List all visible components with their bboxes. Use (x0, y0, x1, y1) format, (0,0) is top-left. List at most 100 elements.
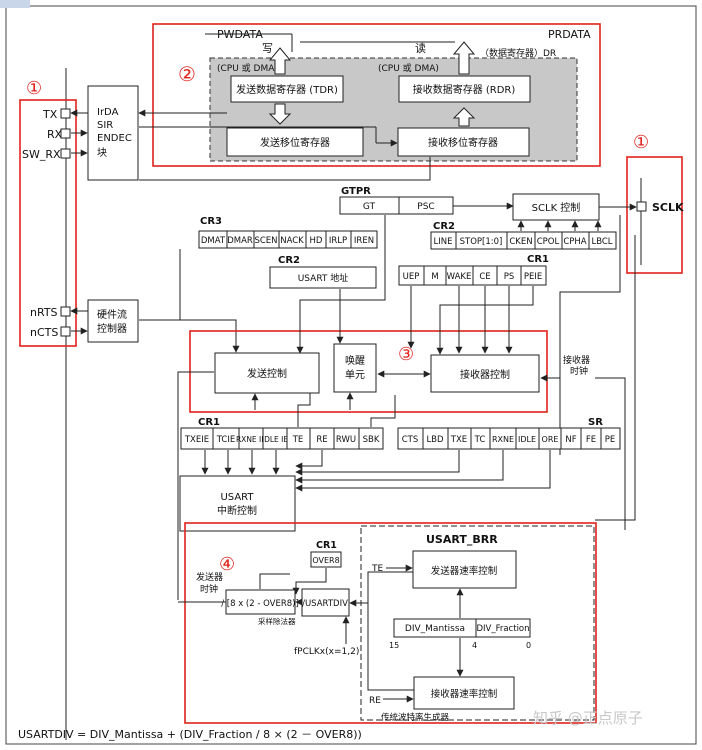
sr-bit-idle: IDLE (518, 435, 536, 444)
marker-1-right: ① (633, 132, 649, 153)
cr3-register: DMAT DMAR SCEN NACK HD IRLP IREN (198, 230, 378, 249)
cr1t-bit-ce: CE (479, 272, 490, 282)
hwflow-to-txctrl-wire (139, 319, 240, 353)
usartdiv-formula: USARTDIV = DIV_Mantissa + (DIV_Fraction … (18, 728, 362, 741)
marker-2: ② (178, 62, 196, 86)
rxrate-to-div-wire (367, 603, 414, 691)
irda-line-3: ENDEC (97, 133, 132, 144)
cr2-bit-stop: STOP[1:0] (460, 237, 503, 247)
sr-bit-txe: TXE (450, 435, 467, 445)
div-fraction-field (475, 618, 531, 638)
cr1b-bit-re: RE (316, 435, 327, 445)
irda-bottom-wire (139, 157, 431, 181)
cr2-bit-line: LINE (434, 237, 453, 247)
over8-label: OVER8 (312, 556, 339, 565)
cr1b-bit-tcie: TCIE (216, 435, 236, 445)
cr3-field-iren (350, 230, 378, 249)
div-mantissa-label: DIV_Mantissa (405, 624, 465, 634)
rx-rate-box (413, 676, 515, 710)
te-label: TE (371, 564, 383, 574)
sclk-pin-square (636, 201, 647, 212)
pin-tx-label: TX (42, 108, 58, 121)
read-wide-arrow (452, 41, 476, 75)
rx-shift-label: 接收移位寄存器 (428, 136, 498, 149)
gt-label: GT (363, 202, 376, 212)
pin-ncts-label: nCTS (30, 326, 58, 339)
wake-line-2: 单元 (345, 369, 365, 381)
cr1b-bit-sbk: SBK (363, 435, 380, 445)
cpu-dma-left-label: (CPU 或 DMA) (217, 62, 278, 74)
tx-clock-line-2: 时钟 (200, 583, 218, 595)
usart-irq-line-2: 中断控制 (217, 504, 257, 517)
write-wide-arrow (268, 47, 292, 75)
sample-up-wire (259, 573, 290, 589)
sbk-wire (370, 395, 396, 427)
marker-4: ④ (219, 554, 235, 575)
pin-tx-square (60, 108, 71, 119)
cr3-bit-nack: NACK (280, 236, 304, 246)
cpu-dma-right-label: (CPU 或 DMA) (378, 62, 439, 74)
cr1-over-label: CR1 (316, 540, 337, 551)
write-label: 写 (262, 42, 273, 55)
cr2-bit-cpol: CPOL (537, 237, 560, 247)
usart-addr-box (269, 266, 377, 289)
sclk-ctrl-label: SCLK 控制 (532, 201, 581, 214)
sr-bit-fe: FE (586, 435, 596, 445)
rdr-label: 接收数据寄存器 (RDR) (413, 83, 516, 96)
cr1-top-register: UEP M WAKE CE PS PEIE (398, 265, 547, 286)
usart-brr-label: USART_BRR (426, 533, 498, 546)
baud-generator-frame (360, 525, 595, 721)
cr1t-bit-uep: UEP (403, 272, 420, 282)
sample-div-label: 采样除法器 (258, 616, 296, 626)
cr2-right-wire (595, 235, 636, 521)
cr1t-bit-ps: PS (504, 272, 515, 282)
cr2-field-lbcl (588, 231, 617, 250)
cr1-top-label: CR1 (527, 254, 549, 265)
tx-shift-box (226, 127, 364, 157)
psc-label: PSC (417, 202, 434, 212)
pin-ncts-square (60, 326, 71, 337)
txrate-to-div-wire (349, 571, 413, 607)
page-frame (5, 5, 697, 745)
hwflow-block (87, 299, 139, 343)
sr-bit-pe: PE (605, 435, 616, 445)
tx-rate-box (412, 550, 517, 589)
rx-clock-line-2: 时钟 (570, 365, 588, 377)
re-label: RE (369, 696, 381, 706)
irda-line-2: SIR (97, 120, 113, 131)
sclk-label: SCLK (652, 201, 684, 214)
region-1-left-frame (19, 99, 77, 347)
usart-irq-box (179, 475, 296, 532)
cr1-bottom-label: CR1 (198, 417, 220, 428)
rx-shift-box (397, 127, 530, 157)
bit-15-label: 15 (389, 641, 399, 650)
rx-ctrl-box (430, 354, 540, 393)
cr3-label: CR3 (200, 216, 222, 227)
pin-rx-label: RX (47, 128, 63, 141)
sr-bit-nf: NF (565, 435, 576, 445)
pin-nrts-square (60, 306, 71, 317)
cr2-top-label: CR2 (433, 221, 455, 232)
region-2-frame (152, 23, 601, 167)
cr1t-field-peie (520, 265, 547, 286)
cr2-bit-cken: CKEN (509, 237, 532, 247)
div-fraction-label: DIV_Fraction (476, 624, 529, 634)
sr-bit-ore: ORE (542, 435, 559, 444)
sr-int-wire-2 (295, 450, 504, 484)
usartdiv-label: /USARTDIV (302, 599, 348, 609)
rdr-box (398, 75, 531, 103)
tdr-box (230, 75, 344, 103)
cr3-bit-irlp: IRLP (329, 236, 347, 246)
cr3-bit-dmar: DMAR (227, 236, 253, 246)
tx-ctrl-label: 发送控制 (247, 367, 287, 380)
rx-rate-label: 接收器速率控制 (431, 688, 498, 700)
sr-int-wire-1 (295, 450, 460, 476)
wake-line-1: 唤醒 (345, 354, 365, 367)
watermark: 知乎 @正点原子 (533, 709, 643, 727)
cr1t-bit-peie: PEIE (524, 272, 542, 282)
data-register-label: （数据寄存器）DR (480, 47, 556, 59)
rx-clock-return-wire (595, 377, 626, 530)
usartdiv-box (301, 588, 350, 617)
rx-ctrl-label: 接收器控制 (460, 368, 510, 381)
